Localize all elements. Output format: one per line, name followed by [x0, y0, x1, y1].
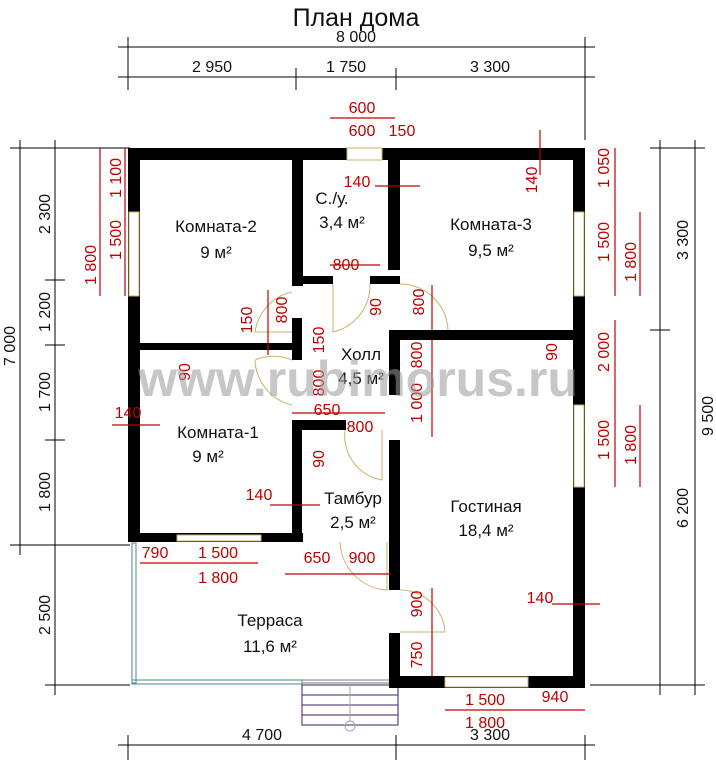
dim-label: 600 — [349, 100, 376, 117]
dim-label: 140 — [246, 487, 273, 504]
dim-label: 1 100 — [108, 158, 125, 198]
dim-label: 150 — [311, 327, 328, 354]
dim-label: 800 — [311, 370, 328, 397]
room-name: Гостиная — [450, 497, 521, 516]
room-name: Терраса — [237, 611, 303, 630]
dim-label: 790 — [142, 545, 169, 562]
dim-right-1: 3 300 — [675, 220, 692, 260]
entrance-stairs — [301, 684, 399, 732]
dim-label: 140 — [115, 405, 142, 422]
room-area: 9 м² — [200, 243, 232, 262]
dim-label: 150 — [239, 307, 256, 334]
room-name: Тамбур — [324, 489, 382, 508]
dim-label: 1 500 — [465, 692, 505, 709]
room-area: 3,4 м² — [319, 213, 365, 232]
dim-label: 140 — [527, 590, 554, 607]
dim-label: 600 — [349, 123, 376, 140]
dim-label: 140 — [524, 167, 541, 194]
detail-dimension-labels: 600 600 150 140 140 1 100 1 500 1 800 1 … — [83, 100, 640, 732]
dim-right-total: 9 500 — [700, 396, 716, 436]
dim-left-4: 1 800 — [37, 472, 54, 512]
room-name: С./у. — [315, 189, 348, 208]
dim-left-3: 1 700 — [37, 372, 54, 412]
dim-bottom-1: 4 700 — [242, 727, 282, 744]
dim-label: 150 — [389, 123, 416, 140]
room-area: 11,6 м² — [243, 637, 297, 656]
plan-title: План дома — [293, 4, 420, 32]
dim-label: 800 — [347, 419, 374, 436]
dim-top-1: 2 950 — [192, 59, 232, 76]
dim-label: 900 — [409, 591, 426, 618]
windows — [128, 147, 585, 688]
room-name: Холл — [341, 345, 381, 364]
dim-label: 1 050 — [596, 148, 613, 188]
dim-left-2: 1 200 — [37, 292, 54, 332]
dim-label: 1 500 — [596, 222, 613, 262]
dim-label: 650 — [304, 550, 331, 567]
dim-top-total: 8 000 — [336, 29, 376, 46]
dim-left-5: 2 500 — [37, 595, 54, 635]
room-area: 9,5 м² — [468, 241, 514, 260]
room-name: Комната-1 — [177, 423, 259, 442]
dim-label: 1 800 — [623, 242, 640, 282]
room-name: Комната-2 — [175, 217, 257, 236]
room-area: 18,4 м² — [458, 521, 513, 540]
dim-label: 1 800 — [465, 715, 505, 732]
dim-label: 140 — [344, 174, 371, 191]
overall-dimensions: 8 000 2 950 1 750 3 300 7 000 2 300 1 20… — [2, 29, 716, 760]
watermark: www.rubimorus.ru — [137, 351, 578, 407]
dim-label: 900 — [349, 550, 376, 567]
dim-label: 800 — [409, 342, 426, 369]
doors — [254, 283, 449, 633]
dim-label: 1 800 — [623, 425, 640, 465]
room-area: 2,5 м² — [330, 513, 376, 532]
dim-label: 940 — [542, 689, 569, 706]
room-labels: Комната-2 9 м² С./у. 3,4 м² Комната-3 9,… — [175, 189, 532, 656]
dim-label: 800 — [274, 297, 291, 324]
dim-label: 90 — [544, 343, 561, 361]
dim-top-3: 3 300 — [470, 59, 510, 76]
dim-right-2: 6 200 — [675, 488, 692, 528]
dim-label: 90 — [368, 298, 385, 316]
dim-label: 1 500 — [108, 220, 125, 260]
dim-label: 90 — [177, 363, 194, 381]
dim-left-1: 2 300 — [37, 194, 54, 234]
dim-label: 1 500 — [596, 420, 613, 460]
dim-label: 1 800 — [198, 570, 238, 587]
dim-left-total: 7 000 — [2, 326, 19, 366]
dim-label: 2 000 — [596, 332, 613, 372]
room-name: Комната-3 — [450, 215, 532, 234]
dim-label: 650 — [314, 402, 341, 419]
dim-label: 750 — [409, 642, 426, 669]
dim-label: 800 — [333, 257, 360, 274]
detail-dimension-lines — [99, 117, 641, 711]
dim-label: 1 000 — [409, 383, 426, 423]
dim-top-2: 1 750 — [326, 59, 366, 76]
room-area: 9 м² — [192, 447, 224, 466]
dim-label: 1 500 — [198, 545, 238, 562]
dim-label: 90 — [311, 450, 328, 468]
dim-label: 1 800 — [83, 245, 100, 285]
room-area: 4,5 м² — [338, 369, 384, 388]
dim-bottom-2: 3 300 — [470, 727, 510, 744]
dim-label: 800 — [411, 289, 428, 316]
